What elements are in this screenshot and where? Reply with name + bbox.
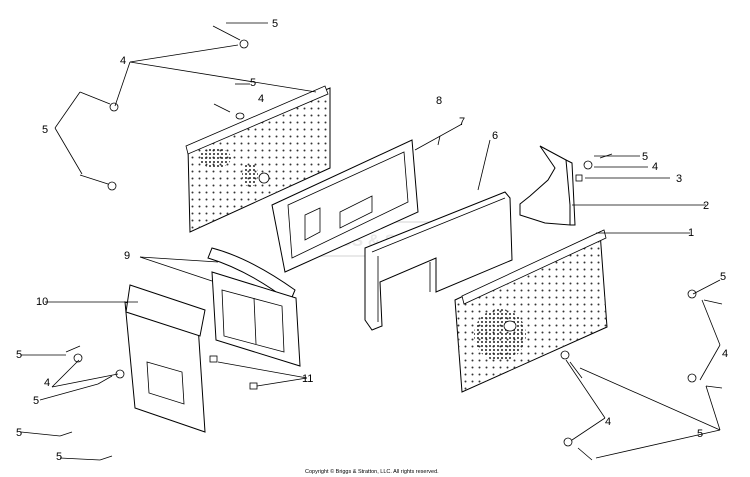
screw-icon xyxy=(65,345,81,353)
part-2-bracket xyxy=(519,145,576,226)
callout-8: 8 xyxy=(436,95,442,107)
part-1-right-panel xyxy=(454,229,608,393)
washer-icon xyxy=(109,102,119,112)
washer-icon xyxy=(560,350,570,360)
screw-icon xyxy=(569,361,583,379)
callout-5-lower-left-2: 5 xyxy=(33,395,39,407)
callout-4-right-mid: 4 xyxy=(722,348,728,360)
washer-icon xyxy=(687,289,697,299)
screw-icon xyxy=(79,174,109,185)
screw-icon xyxy=(212,25,241,41)
callout-1: 1 xyxy=(688,227,694,239)
part-10-shield xyxy=(124,284,206,433)
callout-6: 6 xyxy=(492,130,498,142)
callout-2: 2 xyxy=(703,200,709,212)
callout-5-right-upper: 5 xyxy=(642,151,648,163)
callout-5-lower-right: 5 xyxy=(697,428,703,440)
leader-lines xyxy=(20,22,721,461)
callout-5-bottom: 5 xyxy=(56,451,62,463)
callout-9: 9 xyxy=(124,250,130,262)
screw-icon xyxy=(703,299,723,305)
callout-4-right-upper: 4 xyxy=(652,161,658,173)
callout-10: 10 xyxy=(36,296,48,308)
washer-icon xyxy=(583,160,593,170)
screw-icon xyxy=(97,375,113,385)
part-11-nuts xyxy=(209,355,258,390)
screw-icon xyxy=(79,91,111,105)
callout-5-top: 5 xyxy=(272,18,278,30)
nut-icon xyxy=(575,174,583,182)
washer-icon xyxy=(563,437,573,447)
screw-icon xyxy=(213,103,231,113)
callout-4-lower-left: 4 xyxy=(44,377,50,389)
screw-icon xyxy=(577,447,593,461)
callout-5-right-mid: 5 xyxy=(720,271,726,283)
screw-icon xyxy=(99,455,113,461)
callout-4-lower-right: 4 xyxy=(605,416,611,428)
callout-5-left: 5 xyxy=(42,124,48,136)
callout-5-bottom-left: 5 xyxy=(16,427,22,439)
callout-labels: 5 4 5 4 8 5 7 6 5 4 3 2 1 9 5 10 4 5 11 … xyxy=(16,18,728,463)
screw-icon xyxy=(705,385,723,389)
part-6-gasket xyxy=(364,191,513,331)
callout-5-upper-center: 5 xyxy=(250,77,256,89)
copyright-text: Copyright © Briggs & Stratton, LLC. All … xyxy=(305,468,439,475)
part-7-gasket xyxy=(271,139,419,273)
washer-icon xyxy=(235,112,245,120)
washer-icon xyxy=(687,373,697,383)
part-9-frame xyxy=(211,271,301,367)
left-perforated-panel xyxy=(185,85,331,233)
callout-7: 7 xyxy=(459,116,465,128)
washer-icon xyxy=(73,353,83,363)
callout-11: 11 xyxy=(302,373,313,385)
screw-icon xyxy=(59,431,73,437)
callout-4-upper-left: 4 xyxy=(120,55,126,67)
callout-5-lower-left: 5 xyxy=(16,349,22,361)
callout-3: 3 xyxy=(676,173,682,185)
callout-4-upper-center: 4 xyxy=(258,93,264,105)
washer-icon xyxy=(239,39,249,49)
fastener-group xyxy=(59,25,723,461)
washer-icon xyxy=(107,181,117,191)
